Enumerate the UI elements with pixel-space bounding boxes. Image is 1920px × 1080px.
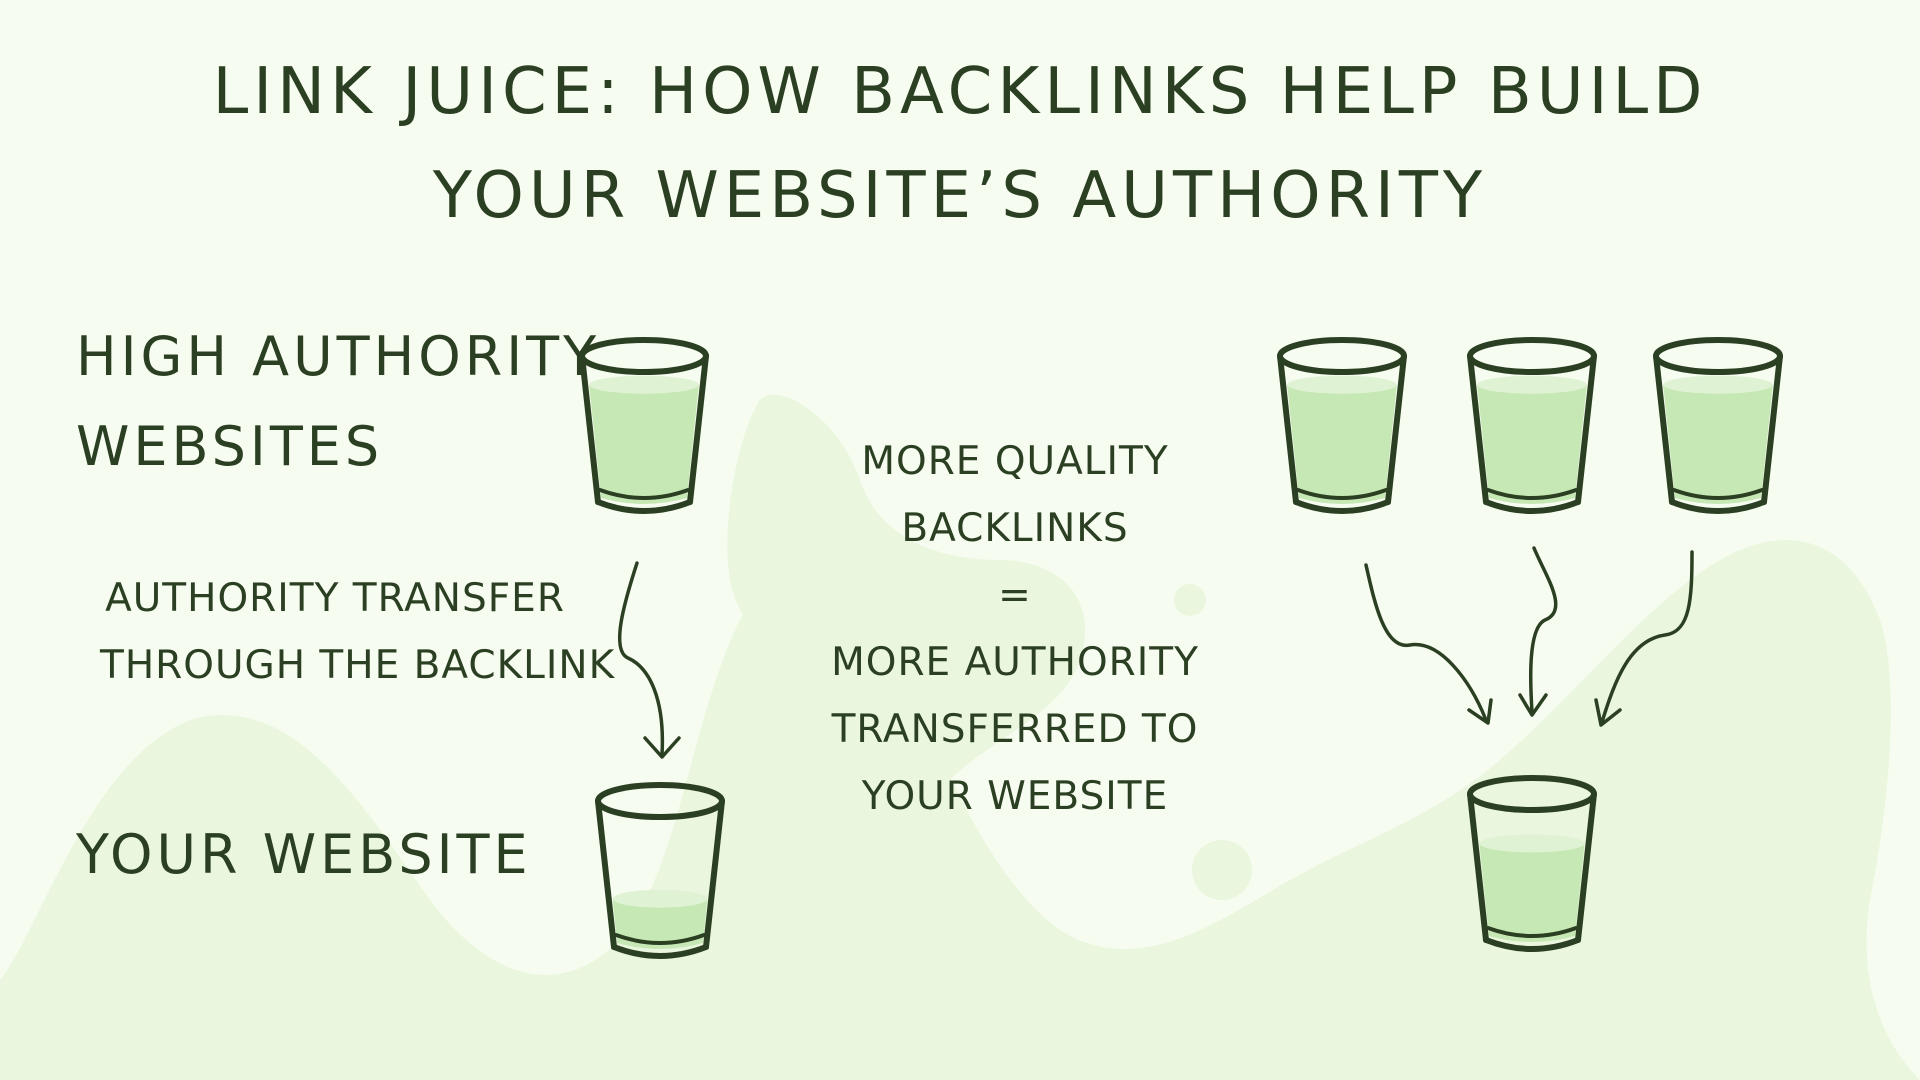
transfer-caption-line-1: Authority Transfer <box>105 576 565 621</box>
glass-liquid <box>1479 843 1585 942</box>
glass-liquid <box>1477 384 1587 504</box>
glass-sides <box>1277 353 1407 505</box>
glass-base <box>1483 499 1581 514</box>
high-authority-glass-icon-1 <box>1277 337 1407 514</box>
equation-line-3: = <box>998 573 1032 618</box>
backlink-arrow-icon-3 <box>1594 550 1694 727</box>
glass-rim <box>1653 337 1783 375</box>
glass-liquid-surface <box>1477 375 1587 394</box>
equation-line-4: More Authority <box>831 640 1199 685</box>
title-line-2: Your Website’s Authority <box>432 159 1488 233</box>
glass-rim <box>595 782 725 820</box>
your-website-glass-icon <box>595 782 725 959</box>
high-authority-glass-icon-2 <box>1467 337 1597 514</box>
high-authority-glass-icon <box>579 337 709 514</box>
glass-base <box>1669 499 1767 514</box>
glass-liquid <box>1287 384 1397 504</box>
background-blob-bottom <box>0 540 1920 1080</box>
combined-website-glass-icon <box>1467 775 1597 952</box>
glass-base-inner <box>1486 488 1578 500</box>
glass-rim <box>1467 775 1597 813</box>
single-backlink-arrow-icon <box>617 561 681 759</box>
glass-liquid <box>1663 384 1773 504</box>
title-line-1: Link Juice: How Backlinks Help Build <box>212 55 1708 129</box>
glass-liquid-surface <box>589 375 699 394</box>
glass-base-inner <box>1486 926 1578 938</box>
background-blob-right <box>1590 616 1792 937</box>
glass-base-inner <box>1296 488 1388 500</box>
authority-transfer-caption: Authority Transfer Through The Backlink <box>100 565 616 699</box>
glass-liquid <box>589 384 699 504</box>
high-authority-label-line-2: Websites <box>76 415 384 478</box>
glass-liquid-surface <box>1479 834 1585 853</box>
glass-base-inner <box>598 488 690 500</box>
glass-liquid-surface <box>612 889 708 908</box>
glass-liquid-surface <box>1663 375 1773 394</box>
glass-liquid <box>612 898 708 949</box>
transfer-caption-line-2: Through The Backlink <box>100 643 616 688</box>
background-blob-center <box>727 394 1086 884</box>
backlink-arrow-icon-1 <box>1364 563 1493 725</box>
backlinks-equation-caption: More Quality Backlinks = More Authority … <box>815 428 1215 830</box>
high-authority-label-line-1: High Authority <box>76 325 601 388</box>
backlink-arrow-icon-2 <box>1518 546 1558 717</box>
equation-line-2: Backlinks <box>901 506 1129 551</box>
equation-line-6: Your Website <box>861 774 1169 819</box>
equation-line-1: More Quality <box>861 439 1169 484</box>
background-drop-small <box>1174 584 1206 616</box>
high-authority-glass-icon-3 <box>1653 337 1783 514</box>
glass-rim <box>579 337 709 375</box>
glass-base <box>1293 499 1391 514</box>
page-title: Link Juice: How Backlinks Help Build You… <box>0 40 1920 248</box>
glass-base <box>1483 937 1581 952</box>
your-website-label: Your Website <box>76 823 532 886</box>
glass-rim <box>1467 337 1597 375</box>
glass-rim <box>1277 337 1407 375</box>
background-drop <box>1192 840 1252 900</box>
glass-sides <box>1653 353 1783 505</box>
glass-base-inner <box>614 933 706 945</box>
glass-sides <box>1467 791 1597 943</box>
glass-base <box>595 499 693 514</box>
equation-line-5: Transferred To <box>831 707 1199 752</box>
high-authority-websites-label: High Authority Websites <box>76 312 600 492</box>
glass-sides <box>1467 353 1597 505</box>
glass-base-inner <box>1672 488 1764 500</box>
glass-sides <box>579 353 709 505</box>
glass-base <box>611 944 709 959</box>
glass-sides <box>595 798 725 950</box>
glass-liquid-surface <box>1287 375 1397 394</box>
